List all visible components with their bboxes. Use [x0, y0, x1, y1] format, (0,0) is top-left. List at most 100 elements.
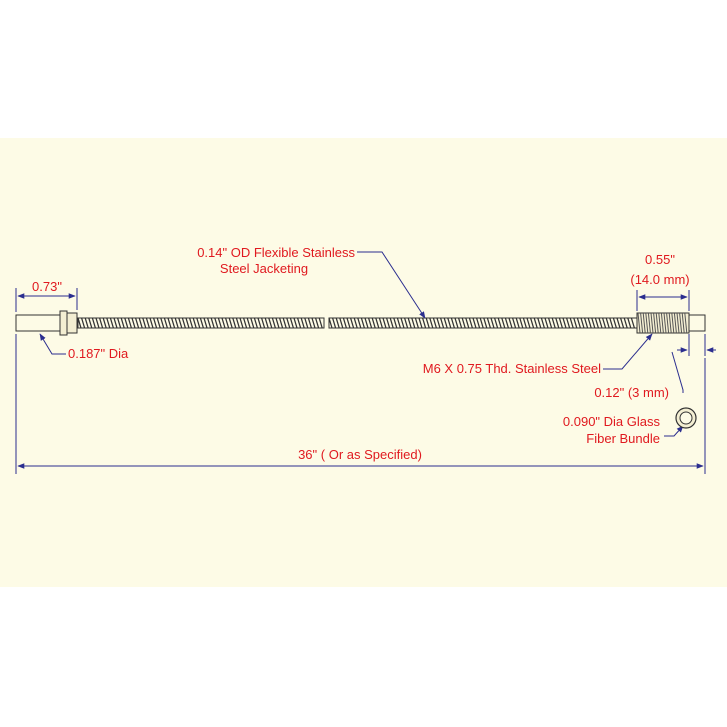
coil-wrap — [465, 317, 470, 329]
coil-wrap — [286, 317, 291, 329]
coil-wrap — [580, 317, 585, 329]
coil-wrap — [367, 317, 373, 329]
coil-wrap — [671, 312, 675, 334]
coil-wrap — [598, 317, 603, 329]
coil-wrap — [425, 317, 430, 329]
coil-wrap — [293, 317, 298, 329]
coil-wrap — [214, 317, 219, 329]
coil-wrap — [640, 312, 644, 334]
coil-wrap — [653, 312, 657, 334]
coil-wrap — [630, 317, 636, 329]
coil-wrap — [642, 312, 646, 334]
cable-tip — [688, 314, 706, 332]
bundle-label-line1: 0.090" Dia Glass — [563, 414, 661, 429]
coil-wrap — [627, 317, 632, 329]
coil-wrap — [647, 312, 651, 334]
thread-length-label-line2: (14.0 mm) — [630, 272, 689, 287]
flexible-jacket-left — [77, 317, 325, 329]
coil-wrap — [210, 317, 215, 329]
coil-wrap — [439, 317, 445, 329]
coil-wrap — [124, 317, 129, 329]
coil-wrap — [98, 317, 104, 329]
thread-spec-leader — [603, 333, 653, 370]
coil-wrap — [504, 317, 510, 329]
coil-wrap — [199, 317, 205, 329]
coil-wrap — [583, 317, 589, 329]
coil-wrap — [400, 317, 405, 329]
coil-wrap — [80, 317, 86, 329]
coil-wrap — [134, 317, 140, 329]
coil-wrap — [253, 317, 259, 329]
coil-wrap — [278, 317, 284, 329]
coil-wrap — [339, 317, 344, 329]
coil-wrap — [232, 317, 237, 329]
coil-wrap — [353, 317, 358, 329]
coil-wrap — [206, 317, 212, 329]
coil-wrap — [257, 317, 262, 329]
flexible-jacket-right — [328, 317, 638, 329]
coil-wrap — [454, 317, 459, 329]
coil-wrap — [145, 317, 151, 329]
ferrule-dia-label: 0.187" Dia — [68, 346, 129, 361]
tip-leader — [671, 351, 684, 393]
coil-wrap — [95, 317, 100, 329]
ferrule-tip — [15, 314, 61, 332]
coil-wrap — [385, 317, 391, 329]
coil-wrap — [113, 317, 118, 329]
coil-wrap — [666, 312, 670, 334]
coil-wrap — [271, 317, 277, 329]
coil-wrap — [547, 317, 553, 329]
coil-wrap — [414, 317, 420, 329]
coil-wrap — [328, 317, 333, 329]
coil-wrap — [508, 317, 513, 329]
coil-wrap — [174, 317, 179, 329]
coil-wrap — [378, 317, 384, 329]
coil-wrap — [522, 317, 528, 329]
coil-wrap — [88, 317, 93, 329]
coil-wrap — [318, 317, 323, 329]
coil-wrap — [660, 312, 664, 334]
coil-wrap — [91, 317, 97, 329]
bundle-label-line2: Fiber Bundle — [586, 431, 660, 446]
tip-length-label: 0.12" (3 mm) — [594, 385, 669, 400]
coil-wrap — [239, 317, 244, 329]
coil-wrap — [637, 312, 641, 334]
coil-wrap — [296, 317, 302, 329]
coil-wrap — [275, 317, 280, 329]
coil-wrap — [142, 317, 147, 329]
coil-wrap — [264, 317, 269, 329]
coil-wrap — [282, 317, 287, 329]
coil-wrap — [619, 317, 625, 329]
coil-wrap — [551, 317, 556, 329]
fiber-bundle-end-view — [675, 407, 697, 429]
coil-wrap — [576, 317, 582, 329]
coil-wrap — [418, 317, 423, 329]
coil-wrap — [250, 317, 255, 329]
coil-wrap — [407, 317, 412, 329]
coil-wrap — [544, 317, 549, 329]
coil-wrap — [127, 317, 133, 329]
coil-wrap — [555, 317, 560, 329]
coil-wrap — [663, 312, 667, 334]
coil-wrap — [116, 317, 122, 329]
coil-wrap — [526, 317, 531, 329]
coil-wrap — [562, 317, 567, 329]
coil-wrap — [475, 317, 481, 329]
coil-wrap — [594, 317, 600, 329]
coil-wrap — [185, 317, 190, 329]
coil-wrap — [432, 317, 438, 329]
coil-wrap — [396, 317, 402, 329]
cable-assembly — [15, 310, 706, 336]
coil-wrap — [170, 317, 176, 329]
coil-wrap — [450, 317, 456, 329]
coil-wrap — [156, 317, 161, 329]
coil-wrap — [224, 317, 230, 329]
coil-wrap — [357, 317, 362, 329]
coil-wrap — [138, 317, 143, 329]
coil-wrap — [565, 317, 571, 329]
thread-spec-label: M6 X 0.75 Thd. Stainless Steel — [423, 361, 601, 376]
coil-wrap — [178, 317, 183, 329]
coil-wrap — [673, 312, 677, 334]
coil-wrap — [645, 312, 649, 334]
coil-wrap — [501, 317, 506, 329]
